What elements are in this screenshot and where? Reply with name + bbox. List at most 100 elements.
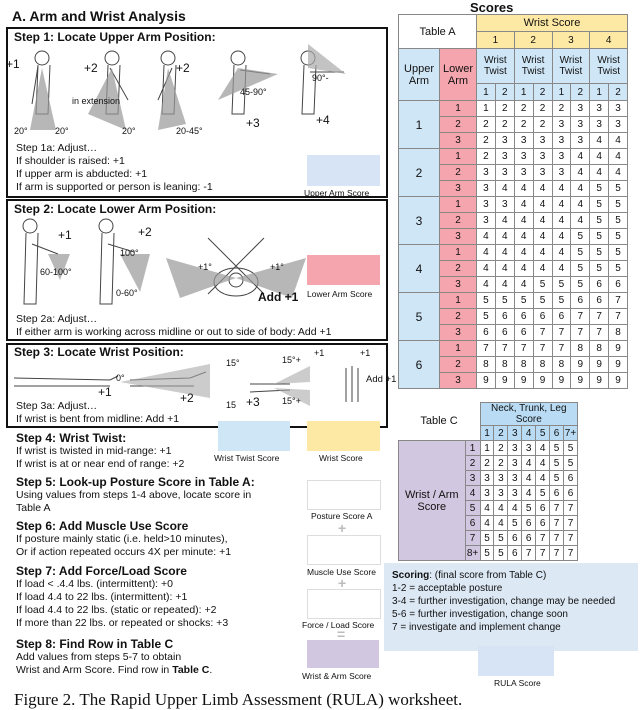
step3-add1: Add +1: [366, 374, 397, 385]
step5-line-0: Using values from steps 1-4 above, locat…: [16, 489, 252, 501]
table-c-value: 3: [507, 455, 523, 471]
table-c-value: 4: [493, 500, 509, 516]
table-a-value: 4: [513, 228, 534, 245]
table-a-value: 4: [551, 260, 572, 277]
table-a-value: 3: [532, 164, 553, 181]
table-c-value: 4: [521, 485, 537, 501]
scoring-line-2: 5-6 = further investigation, change soon: [392, 609, 568, 620]
table-a-value: 4: [551, 180, 572, 197]
table-c-value: 7: [562, 515, 579, 531]
table-a-value: 4: [513, 276, 534, 293]
table-a-value: 3: [551, 148, 572, 165]
table-a-value: 5: [551, 292, 572, 309]
table-a-value: 2: [476, 116, 496, 133]
step4-line-0: If wrist is twisted in mid-range: +1: [16, 445, 172, 457]
wrist-twist-score-box[interactable]: [218, 421, 290, 451]
muscle-use-score-box[interactable]: [307, 535, 381, 565]
table-c-value: 5: [493, 545, 509, 561]
table-a-value: 4: [494, 228, 515, 245]
rula-score-box[interactable]: [478, 646, 554, 676]
step1-adjust-2: If upper arm is abducted: +1: [16, 168, 148, 180]
table-a-value: 2: [476, 132, 496, 149]
table-c-value: 4: [521, 470, 537, 486]
equals-operator: =: [337, 626, 346, 642]
step8-line-1: Wrist and Arm Score. Find row in Table C…: [16, 664, 213, 676]
step3-plus2: +2: [180, 391, 194, 405]
force-load-score-box[interactable]: [307, 589, 381, 619]
table-a-value: 5: [551, 276, 572, 293]
upper-arm-score-box[interactable]: [307, 155, 380, 186]
table-a-value: 5: [589, 196, 610, 213]
table-a-value: 3: [476, 180, 496, 197]
step5-line-1: Table A: [16, 502, 51, 514]
step7-line-1: If load 4.4 to 22 lbs. (intermittent): +…: [16, 591, 188, 603]
step1-plus3: +3: [246, 116, 260, 130]
table-c-row-label: 6: [464, 515, 481, 531]
table-a-value: 4: [513, 260, 534, 277]
table-a-value: 6: [551, 308, 572, 325]
table-a-value: 4: [608, 132, 628, 149]
table-a-value: 9: [513, 372, 534, 389]
table-c-row-label: 8+: [464, 545, 481, 561]
posture-score-a-label: Posture Score A: [311, 511, 373, 521]
posture-score-a-box[interactable]: [307, 480, 381, 510]
step5-heading: Step 5: Look-up Posture Score in Table A…: [16, 475, 255, 489]
table-a-value: 9: [532, 372, 553, 389]
table-c-value: 5: [507, 515, 523, 531]
table-c-value: 7: [562, 545, 579, 561]
wrist-arm-score-box[interactable]: [307, 640, 379, 668]
table-a-value: 2: [551, 100, 572, 117]
table-a-value: 7: [570, 308, 591, 325]
table-a-value: 3: [570, 100, 591, 117]
lower-arm-score-box[interactable]: [307, 255, 380, 285]
table-a-value: 4: [476, 228, 496, 245]
table-a-value: 8: [494, 356, 515, 373]
table-c-value: 7: [549, 515, 564, 531]
table-c-value: 7: [535, 530, 551, 546]
table-c-value: 4: [521, 455, 537, 471]
table-c-label: Table C: [420, 415, 458, 428]
table-a-value: 6: [532, 308, 553, 325]
wrist-score-box[interactable]: [307, 421, 380, 451]
scoring-legend: Scoring: (final score from Table C) 1-2 …: [384, 563, 638, 651]
table-c-value: 7: [521, 545, 537, 561]
lower-arm-value: 3: [439, 132, 477, 149]
table-c-value: 5: [521, 500, 537, 516]
step2-deg-a: 60-100°: [40, 267, 72, 277]
table-a-value: 4: [532, 228, 553, 245]
table-a-value: 4: [551, 228, 572, 245]
table-a-value: 2: [494, 116, 515, 133]
lower-arm-value: 3: [439, 324, 477, 341]
table-a-value: 6: [589, 276, 610, 293]
table-a-value: 4: [513, 196, 534, 213]
step3-deg-15b: 15: [226, 400, 237, 410]
lower-arm-score-label: Lower Arm Score: [307, 289, 373, 299]
wrist-twist-col: 2: [532, 83, 553, 101]
wrist-twist-col: 1: [551, 83, 572, 101]
lower-arm-value: 2: [439, 164, 477, 181]
step2-deg-c: 0-60°: [116, 288, 138, 298]
step2-plus1: +1: [58, 228, 72, 242]
lower-arm-value: 3: [439, 372, 477, 389]
step2-deg-b: 100°: [120, 248, 139, 258]
table-a-value: 7: [532, 324, 553, 341]
table-a-value: 4: [551, 244, 572, 261]
table-a-value: 4: [570, 148, 591, 165]
table-a-value: 3: [476, 212, 496, 229]
upper-arm-value: 5: [398, 292, 440, 341]
table-c-value: 6: [507, 545, 523, 561]
step4-heading: Step 4: Wrist Twist:: [16, 431, 127, 445]
step1-adjust-3: If arm is supported or person is leaning…: [16, 181, 213, 193]
table-a-value: 4: [476, 276, 496, 293]
lower-arm-value: 3: [439, 276, 477, 293]
table-a-value: 5: [608, 212, 628, 229]
table-a-value: 3: [532, 132, 553, 149]
step1-extension-label: in extension: [72, 96, 121, 106]
table-c-value: 4: [479, 500, 495, 516]
table-a-value: 8: [513, 356, 534, 373]
table-a-value: 5: [589, 212, 610, 229]
